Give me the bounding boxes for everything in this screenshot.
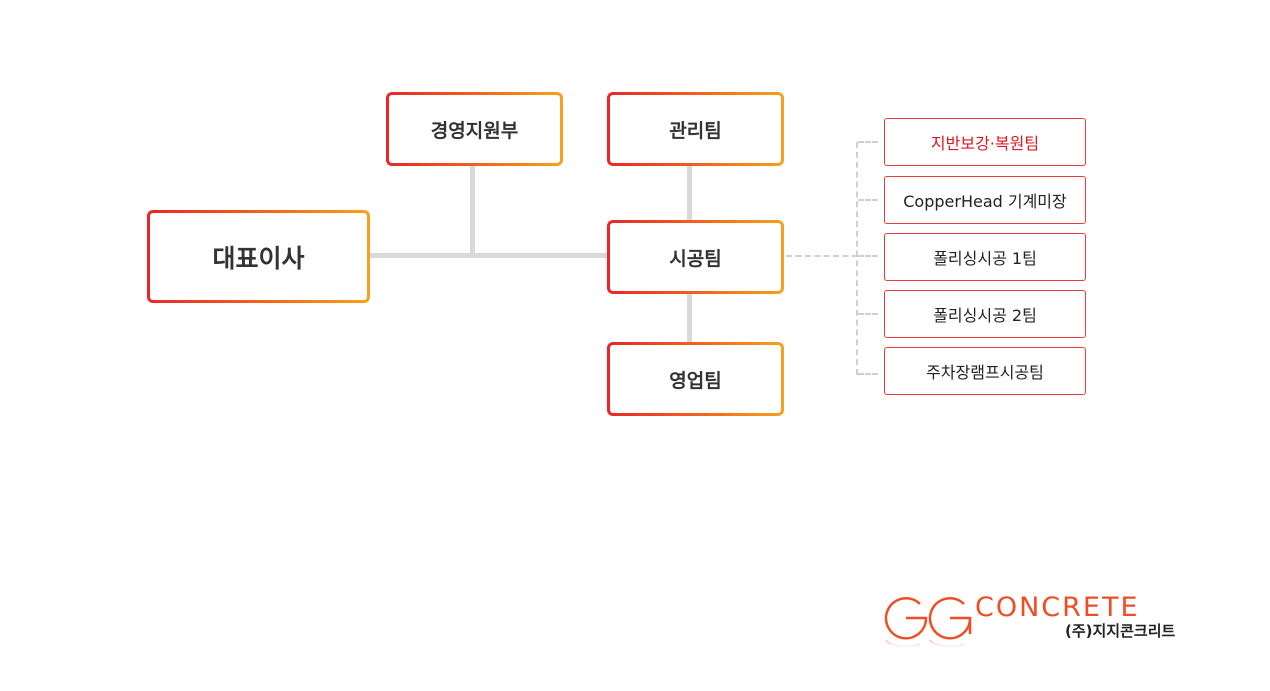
sub-team-copperhead: CopperHead 기계미장	[884, 176, 1086, 224]
sub-team-polishing-1: 폴리싱시공 1팀	[884, 233, 1086, 281]
gg-logo-icon	[884, 597, 972, 648]
sales-team-box: 영업팀	[607, 342, 784, 416]
construction-team-label: 시공팀	[610, 223, 781, 291]
company-logo: CONCRETE (주)지지콘크리트	[878, 588, 1198, 658]
sales-team-label: 영업팀	[610, 345, 781, 413]
sub-team-parking-ramp: 주차장램프시공팀	[884, 347, 1086, 395]
sub-team-ground-reinforcement: 지반보강·복원팀	[884, 118, 1086, 166]
ceo-label: 대표이사	[150, 213, 367, 300]
construction-team-box: 시공팀	[607, 220, 784, 294]
connector-construction-to-sales	[687, 292, 692, 344]
connector-ceo-to-construction	[368, 253, 609, 258]
ceo-box: 대표이사	[147, 210, 370, 303]
sub-team-polishing-2: 폴리싱시공 2팀	[884, 290, 1086, 338]
logo-company-name: (주)지지콘크리트	[1065, 622, 1176, 640]
dashed-connector-bracket	[856, 142, 858, 375]
connector-admin-to-construction	[687, 164, 692, 221]
admin-team-box: 관리팀	[607, 92, 784, 166]
admin-team-label: 관리팀	[610, 95, 781, 163]
dashed-connector-main	[786, 255, 858, 257]
management-support-label: 경영지원부	[389, 95, 560, 163]
dashed-connector-item	[858, 199, 878, 201]
dashed-connector-item	[858, 313, 878, 315]
logo-brand-text: CONCRETE	[975, 592, 1140, 623]
dashed-connector-item	[858, 373, 878, 375]
management-support-box: 경영지원부	[386, 92, 563, 166]
dashed-connector-item	[858, 141, 878, 143]
connector-management-support	[470, 164, 475, 256]
dashed-connector-item	[858, 255, 878, 257]
